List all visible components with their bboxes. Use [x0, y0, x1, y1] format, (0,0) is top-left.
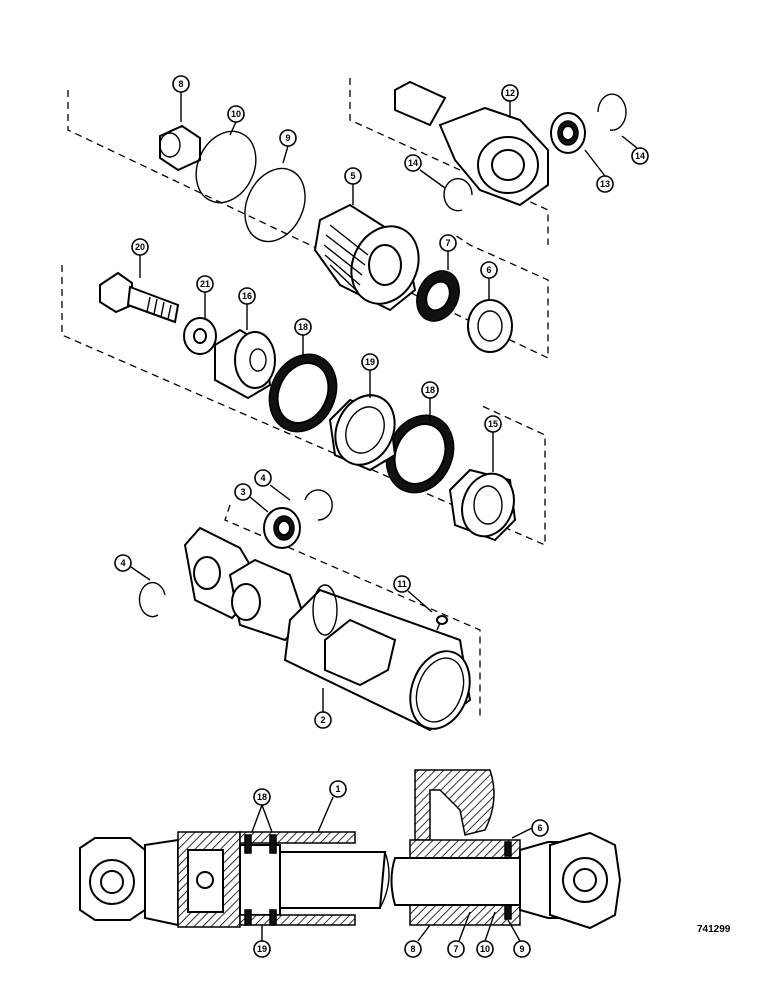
callout-6-section: 6 [531, 819, 549, 837]
callout-label: 3 [240, 487, 245, 497]
assembled-section-view-left [79, 831, 390, 928]
callout-label: 11 [397, 579, 407, 589]
callout-8-top: 8 [172, 75, 190, 93]
callout-16: 16 [238, 287, 256, 305]
callout-14-right: 14 [631, 147, 649, 165]
callout-label: 14 [408, 158, 418, 168]
callout-18-section: 18 [253, 788, 271, 806]
callout-14-left: 14 [404, 154, 422, 172]
part-5-gland [313, 203, 420, 312]
part-11-screw [436, 615, 448, 631]
group-outline-gland [67, 90, 549, 360]
part-14-snap-ring-left [443, 177, 473, 212]
callout-19-section: 19 [253, 940, 271, 958]
callout-10-top: 10 [227, 105, 245, 123]
part-3-bushing [263, 507, 301, 549]
callout-label: 19 [257, 944, 267, 954]
callout-label: 15 [488, 419, 498, 429]
callout-label: 13 [600, 179, 610, 189]
callout-7-section: 7 [447, 940, 465, 958]
callout-label: 2 [320, 715, 325, 725]
callout-label: 8 [178, 79, 183, 89]
callout-label: 7 [445, 238, 450, 248]
callout-11: 11 [393, 575, 411, 593]
callout-10-section: 10 [476, 940, 494, 958]
callout-18-upper: 18 [294, 318, 312, 336]
callout-label: 6 [486, 265, 491, 275]
callout-9-section: 9 [513, 940, 531, 958]
callout-label: 21 [200, 279, 210, 289]
callout-3: 3 [234, 483, 252, 501]
assembled-section-view-right [390, 769, 622, 930]
part-13-bushing [550, 112, 586, 154]
part-16-piston [214, 328, 276, 400]
part-12-rod-eye [394, 80, 549, 207]
callout-label: 18 [425, 385, 435, 395]
part-18-wear-ring-b [385, 414, 455, 494]
part-20-bolt [99, 271, 180, 324]
callout-label: 16 [242, 291, 252, 301]
part-19-piston-seal [328, 394, 397, 472]
callout-8-section: 8 [404, 940, 422, 958]
part-15-seal [448, 468, 517, 542]
callout-label: 5 [350, 171, 355, 181]
part-21-washer [183, 317, 217, 355]
callout-18-middle: 18 [421, 381, 439, 399]
part-10-backup-ring [195, 130, 257, 204]
callout-label: 18 [257, 792, 267, 802]
callout-label: 10 [231, 109, 241, 119]
callout-label: 12 [505, 88, 515, 98]
callout-4-lower: 4 [114, 554, 132, 572]
part-6-rod-seal [467, 299, 513, 353]
callout-12: 12 [501, 84, 519, 102]
part-2-barrel [183, 526, 472, 732]
part-7-wiper [416, 270, 460, 322]
callout-label: 7 [453, 944, 458, 954]
callout-label: 9 [519, 944, 524, 954]
part-14-snap-ring-right [597, 93, 627, 131]
part-18-wear-ring-a [268, 353, 338, 433]
callout-13: 13 [596, 175, 614, 193]
callout-label: 4 [260, 473, 265, 483]
part-9-o-ring [244, 167, 306, 243]
callout-20: 20 [131, 238, 149, 256]
callout-label: 6 [537, 823, 542, 833]
callout-2: 2 [314, 711, 332, 729]
callout-label: 14 [635, 151, 645, 161]
callout-7-top: 7 [439, 234, 457, 252]
callout-4-upper: 4 [254, 469, 272, 487]
callout-label: 10 [480, 944, 490, 954]
callout-label: 18 [298, 322, 308, 332]
figure-number: 741299 [697, 924, 731, 935]
callout-19-upper: 19 [361, 353, 379, 371]
callout-leaders [130, 92, 638, 942]
callout-label: 4 [120, 558, 125, 568]
callout-15: 15 [484, 415, 502, 433]
callout-1: 1 [329, 780, 347, 798]
group-outline-barrel [224, 504, 481, 720]
part-8-bushing [159, 124, 201, 172]
group-outline-rod-eye [349, 78, 549, 245]
callout-21: 21 [196, 275, 214, 293]
callout-5: 5 [344, 167, 362, 185]
callout-6-top: 6 [480, 261, 498, 279]
callout-label: 19 [365, 357, 375, 367]
callout-label: 9 [285, 133, 290, 143]
part-4-snap-ring-lower [138, 581, 166, 618]
callout-label: 8 [410, 944, 415, 954]
callout-label: 1 [335, 784, 340, 794]
part-4-snap-ring-upper [304, 489, 333, 521]
callout-label: 20 [135, 242, 145, 252]
callout-9-top: 9 [279, 129, 297, 147]
